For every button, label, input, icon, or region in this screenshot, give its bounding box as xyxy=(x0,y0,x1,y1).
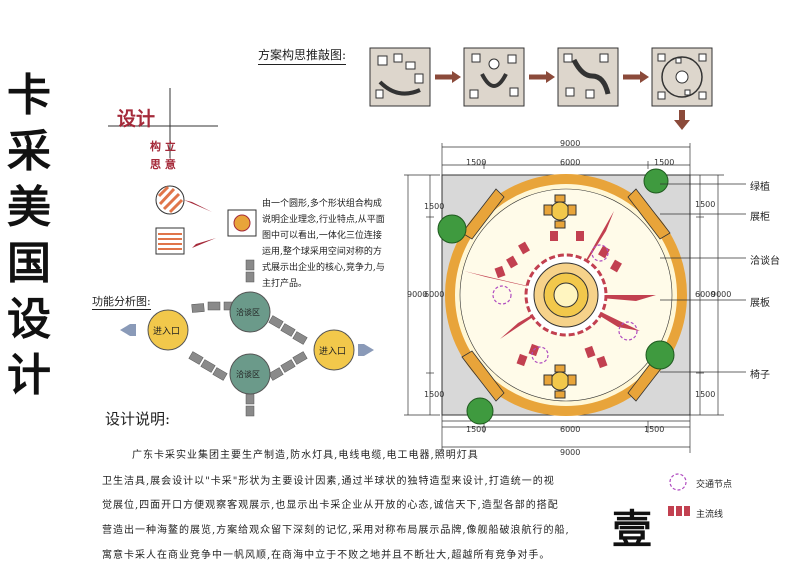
seal-character: 壹 xyxy=(612,506,652,553)
legend-line: 主流线 xyxy=(696,510,724,520)
rest-label-2: 洽谈区 xyxy=(236,370,260,379)
label-display-cabinet: 展柜 xyxy=(750,212,770,223)
negotiation-table-top xyxy=(543,194,577,229)
description-line: 寓意卡采人在商业竞争中一帆风顺,在商海中立于不败之地并且不断壮大,超越所有竞争对… xyxy=(102,550,551,561)
concept-title: 方案构思推敲图: xyxy=(258,46,347,65)
dim-left-top: 1500 xyxy=(424,202,445,211)
entrance-label-1: 进入口 xyxy=(153,327,181,337)
main-line-icon xyxy=(668,506,690,516)
entrance-node-2 xyxy=(313,329,355,371)
negotiation-table-bottom xyxy=(543,364,577,399)
concept-panel-1 xyxy=(369,47,431,107)
description-line: 营造出一种海鳌的展览,方案给观众留下深刻的记忆,采用对称布局展示品牌,像舰船破浪… xyxy=(102,525,570,536)
design-sub-2: 思 意 xyxy=(150,158,176,171)
function-diagram xyxy=(120,259,374,417)
label-negotiation-table: 洽谈台 xyxy=(750,256,780,267)
dim-top-total: 9000 xyxy=(560,139,581,148)
dim-left-mid: 6000 xyxy=(424,290,445,299)
dim-left-total: 9000 xyxy=(407,290,428,299)
design-sketch xyxy=(108,88,257,255)
dim-left-bottom: 1500 xyxy=(424,390,445,399)
vertical-title-char: 设 xyxy=(7,294,51,345)
vertical-title-char: 计 xyxy=(7,350,51,401)
concept-panel-4 xyxy=(651,47,713,107)
vertical-title-char: 卡 xyxy=(7,70,51,121)
function-title: 功能分析图: xyxy=(92,295,151,310)
vertical-title-char: 采 xyxy=(7,126,51,177)
dim-bottom-left: 1500 xyxy=(466,425,487,434)
description-line: 广东卡采实业集团主要生产制造,防水灯具,电线电缆,电工电器,照明灯具 xyxy=(132,450,479,461)
traffic-node-icon xyxy=(669,473,687,491)
concept-sketch-strip xyxy=(369,47,713,130)
dim-right-top: 1500 xyxy=(695,200,716,209)
description-line: 卫生洁具,展会设计以"卡采"形状为主要设计因素,通过半球状的独特造型来设计,打造… xyxy=(102,476,555,487)
concept-panel-3 xyxy=(557,47,619,107)
plan-leader-lines xyxy=(660,183,746,373)
entrance-label-2: 进入口 xyxy=(319,347,347,357)
floor-plan xyxy=(404,143,724,453)
design-sub-1: 构 立 xyxy=(150,140,176,153)
vertical-title-char: 美 xyxy=(7,182,51,233)
legend-symbols xyxy=(668,473,690,516)
dim-top-mid: 6000 xyxy=(560,158,581,167)
label-chair: 椅子 xyxy=(750,370,770,381)
concept-paragraph: 由一个圆形,多个形状组合构成说明企业理念,行业特点,从平面图中可以看出,一体化三… xyxy=(262,199,385,289)
greenery xyxy=(437,168,675,425)
dim-right-mid: 6000 xyxy=(695,290,716,299)
entrance-node-1 xyxy=(147,309,189,351)
vertical-title-char: 国 xyxy=(7,238,51,289)
rest-node-2 xyxy=(229,353,271,395)
description-line: 觉展位,四面开口方便观察客观展示,也显示出卡采企业从开放的心态,诚信天下,造型各… xyxy=(102,500,559,511)
dim-bottom-mid: 6000 xyxy=(560,425,581,434)
description-title: 设计说明: xyxy=(105,410,171,428)
dim-right-total: 9000 xyxy=(711,290,732,299)
dim-top-left: 1500 xyxy=(466,158,487,167)
rest-label-1: 洽谈区 xyxy=(236,308,260,317)
label-greenery: 绿植 xyxy=(750,182,770,193)
concept-panel-2 xyxy=(463,47,525,107)
dim-bottom-right: 1500 xyxy=(644,425,665,434)
vertical-title: 卡 采 美 国 设 计 xyxy=(2,68,56,404)
legend-traffic: 交通节点 xyxy=(696,480,733,490)
dim-top-right: 1500 xyxy=(654,158,675,167)
design-word: 设计 xyxy=(117,108,156,130)
rest-node-1 xyxy=(229,291,271,333)
dim-bottom-total: 9000 xyxy=(560,448,581,457)
dim-right-bottom: 1500 xyxy=(695,390,716,399)
label-display-board: 展板 xyxy=(750,298,770,309)
